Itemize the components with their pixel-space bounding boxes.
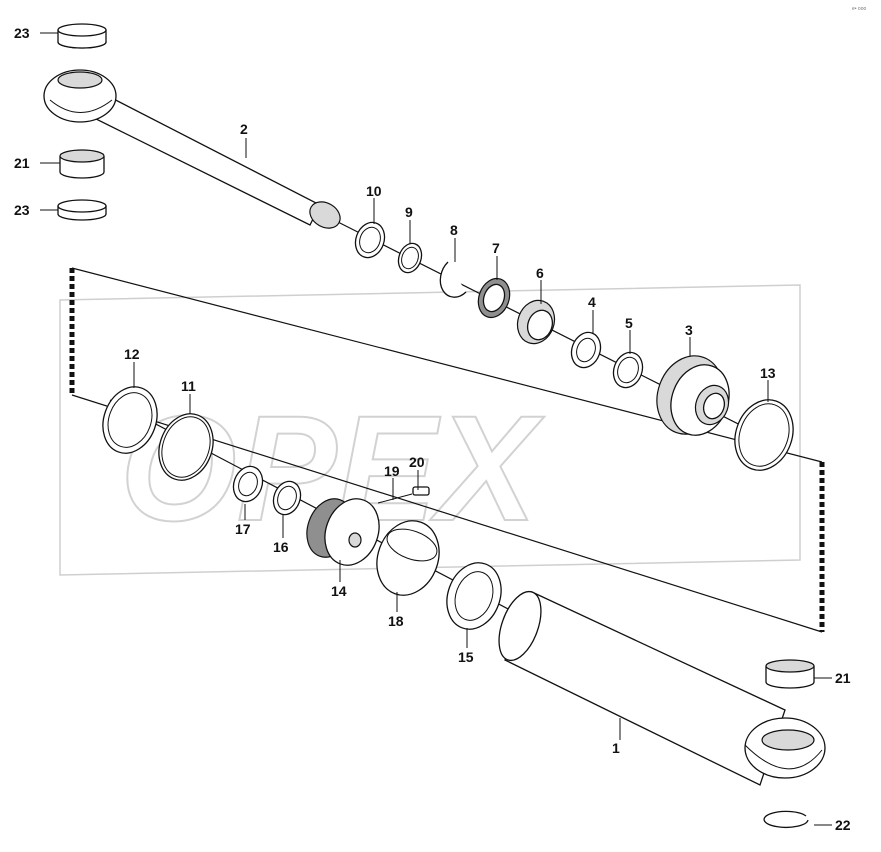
callout-20: 20 bbox=[409, 454, 425, 470]
guide-sleeve bbox=[376, 520, 440, 596]
cylinder-head bbox=[656, 355, 730, 436]
callout-14: 14 bbox=[331, 583, 347, 599]
piston-ring-12 bbox=[102, 386, 158, 454]
callout-21-right: 21 bbox=[835, 670, 851, 686]
callout-19: 19 bbox=[384, 463, 400, 479]
callout-18: 18 bbox=[388, 613, 404, 629]
callout-6: 6 bbox=[536, 265, 544, 281]
callout-12: 12 bbox=[124, 346, 140, 362]
circlip bbox=[763, 810, 809, 829]
callout-1: 1 bbox=[612, 740, 620, 756]
ring-16 bbox=[272, 480, 302, 516]
ring-17 bbox=[232, 465, 264, 503]
callout-9: 9 bbox=[405, 204, 413, 220]
callout-labels: 23 21 23 2 10 9 8 7 6 4 5 3 13 12 11 19 … bbox=[14, 25, 851, 833]
leader-lines bbox=[40, 32, 832, 826]
piston bbox=[306, 498, 380, 566]
cylinder-barrel bbox=[498, 590, 826, 786]
callout-15: 15 bbox=[458, 649, 474, 665]
set-screw bbox=[377, 486, 430, 504]
bearing-left bbox=[59, 149, 105, 179]
callout-11: 11 bbox=[181, 378, 196, 394]
piston-ring-11 bbox=[158, 413, 214, 481]
callout-22: 22 bbox=[835, 817, 851, 833]
o-ring-13 bbox=[734, 399, 794, 471]
callout-23-top: 23 bbox=[14, 25, 30, 41]
corner-mark: e• ooo bbox=[852, 6, 866, 12]
callout-17: 17 bbox=[235, 521, 251, 537]
wiper-ring-9 bbox=[397, 242, 423, 274]
callout-5: 5 bbox=[625, 315, 633, 331]
callout-13: 13 bbox=[760, 365, 776, 381]
callout-10: 10 bbox=[366, 183, 382, 199]
callout-4: 4 bbox=[588, 294, 596, 310]
callout-8: 8 bbox=[450, 222, 458, 238]
rod-seal-7 bbox=[477, 277, 511, 319]
piston-rod bbox=[43, 69, 341, 229]
o-ring-5 bbox=[612, 351, 644, 389]
seal-15 bbox=[446, 562, 502, 630]
bushing-ring-bottom bbox=[57, 199, 107, 221]
bearing-right bbox=[765, 659, 815, 689]
callout-16: 16 bbox=[273, 539, 289, 555]
callout-21-left: 21 bbox=[14, 155, 30, 171]
snap-ring-8 bbox=[439, 261, 467, 298]
bushing-ring-top bbox=[57, 23, 107, 49]
seal-ring-10 bbox=[354, 221, 386, 259]
guide-ring-6 bbox=[516, 299, 556, 345]
bushing-4 bbox=[570, 331, 602, 369]
callout-3: 3 bbox=[685, 322, 693, 338]
callout-7: 7 bbox=[492, 240, 500, 256]
callout-23-bottom: 23 bbox=[14, 202, 30, 218]
callout-2: 2 bbox=[240, 121, 248, 137]
